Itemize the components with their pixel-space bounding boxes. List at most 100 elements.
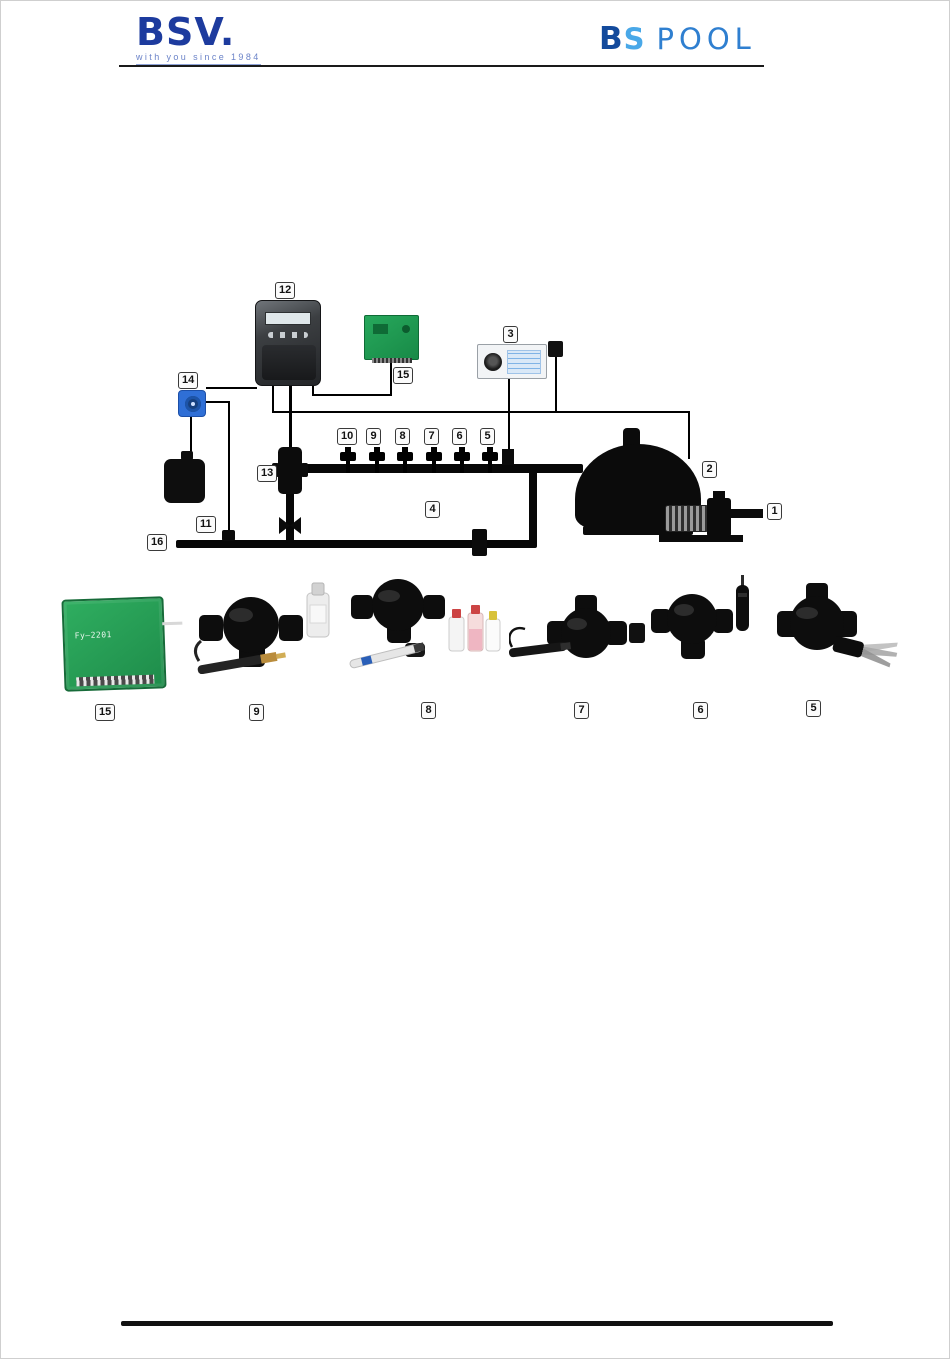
sensor-cap: [397, 452, 413, 461]
psu-label-sticker: [507, 350, 541, 374]
product-caption-7: 7: [574, 702, 589, 719]
callout-16: 16: [147, 534, 168, 551]
probe: [508, 642, 572, 658]
product-probe-kit-7: [508, 593, 649, 668]
pump-top-fitting: [713, 491, 725, 500]
sensor-port-8: [396, 447, 414, 473]
callout-5: 5: [480, 428, 495, 445]
calibration-bottle: [485, 618, 501, 652]
tee-port: [651, 609, 671, 633]
bottle-label: [309, 604, 327, 624]
callout-9: 9: [366, 428, 381, 445]
tee-body: [667, 594, 717, 644]
sensor-port-9: [368, 447, 386, 473]
tee-port: [423, 595, 445, 619]
header-rule: [119, 65, 764, 67]
drain-valve: [472, 529, 487, 556]
sensor-nub: [374, 447, 380, 453]
sensor-stem: [375, 459, 379, 473]
callout-11: 11: [196, 516, 216, 533]
sensor-body: [736, 585, 749, 631]
coupling: [629, 623, 645, 643]
product-8-photo: [349, 579, 501, 669]
pump-base: [659, 535, 743, 542]
sensor-stem: [460, 459, 464, 473]
sensor-nub: [487, 447, 493, 453]
valve-icon: [279, 517, 301, 534]
callout-6: 6: [452, 428, 467, 445]
callout-1: 1: [767, 503, 782, 520]
product-9-photo: [194, 582, 330, 675]
chemical-tank-cap: [181, 451, 193, 460]
power-supply-unit: [477, 344, 547, 379]
callout-13: 13: [257, 465, 278, 482]
sensor-stem: [432, 459, 436, 473]
tee-port: [605, 621, 627, 645]
cell-down-pipe: [286, 491, 294, 543]
product-caption-8: 8: [421, 702, 436, 719]
shutoff-valve: [279, 517, 301, 534]
tee-port: [713, 609, 733, 633]
callout-14: 14: [178, 372, 199, 389]
filter-top-cap: [623, 428, 640, 448]
sensor-stem: [403, 459, 407, 473]
sheen: [674, 604, 694, 616]
callout-3: 3: [503, 326, 518, 343]
sensor-nub: [345, 447, 351, 453]
callout-2: 2: [702, 461, 717, 478]
dosing-tube: [228, 401, 230, 533]
product-probe-kit-8: [349, 567, 504, 672]
control-board-connectors: [76, 674, 155, 687]
check-valve-fitting: [502, 449, 514, 465]
chemical-tank: [164, 459, 205, 503]
tee-body: [561, 608, 611, 658]
sheen: [796, 607, 818, 619]
product-sensor-kit-6: [651, 573, 756, 665]
tee-body: [372, 579, 424, 631]
sensor-stem: [488, 459, 492, 473]
bottle-liquid: [469, 629, 482, 650]
product-caption-5: 5: [806, 700, 821, 717]
wire: [312, 394, 392, 396]
wire: [688, 411, 690, 459]
wire: [272, 411, 690, 413]
expansion-board: [364, 315, 419, 363]
probe: [349, 642, 425, 669]
product-5-photo: [777, 583, 898, 668]
psu-socket: [484, 353, 502, 371]
wire: [312, 385, 314, 396]
footer-rule: [121, 1321, 833, 1326]
sensor-cap: [369, 452, 385, 461]
sensor-band: [738, 593, 747, 597]
bspool-logo: B S POOL: [599, 21, 756, 57]
electrolysis-cell: [278, 447, 302, 494]
bottom-pipe: [176, 540, 537, 548]
calibration-bottle: [448, 616, 465, 652]
sensor-port-7: [425, 447, 443, 473]
dosing-tube: [206, 401, 230, 403]
bsv-logo: BSV. with you since 1984: [136, 13, 261, 65]
bottle-cap: [471, 605, 480, 614]
filter-base: [583, 526, 693, 535]
return-pipe: [529, 469, 537, 544]
sensor-nub: [402, 447, 408, 453]
flow-switch: [832, 636, 898, 668]
cell-cable: [289, 385, 292, 449]
bspool-logo-pool: POOL: [656, 22, 756, 56]
product-caption-9: 9: [249, 704, 264, 721]
control-board-label: Fy—2201: [74, 630, 113, 641]
suction-tube: [190, 417, 192, 461]
dosing-pump-knob: [191, 402, 195, 406]
sensor-nub: [431, 447, 437, 453]
wire: [206, 387, 257, 389]
callout-15: 15: [393, 367, 414, 384]
tee-port: [199, 615, 223, 641]
control-board-face: Fy—2201: [61, 596, 167, 692]
sensor-cap: [340, 452, 356, 461]
probe-cable: [194, 639, 203, 662]
sensor-tip: [741, 575, 744, 587]
circulation-pump: [659, 491, 767, 543]
bspool-logo-b: B: [599, 21, 623, 57]
callout-12: 12: [275, 282, 296, 299]
product-control-board: Fy—2201: [61, 596, 183, 692]
